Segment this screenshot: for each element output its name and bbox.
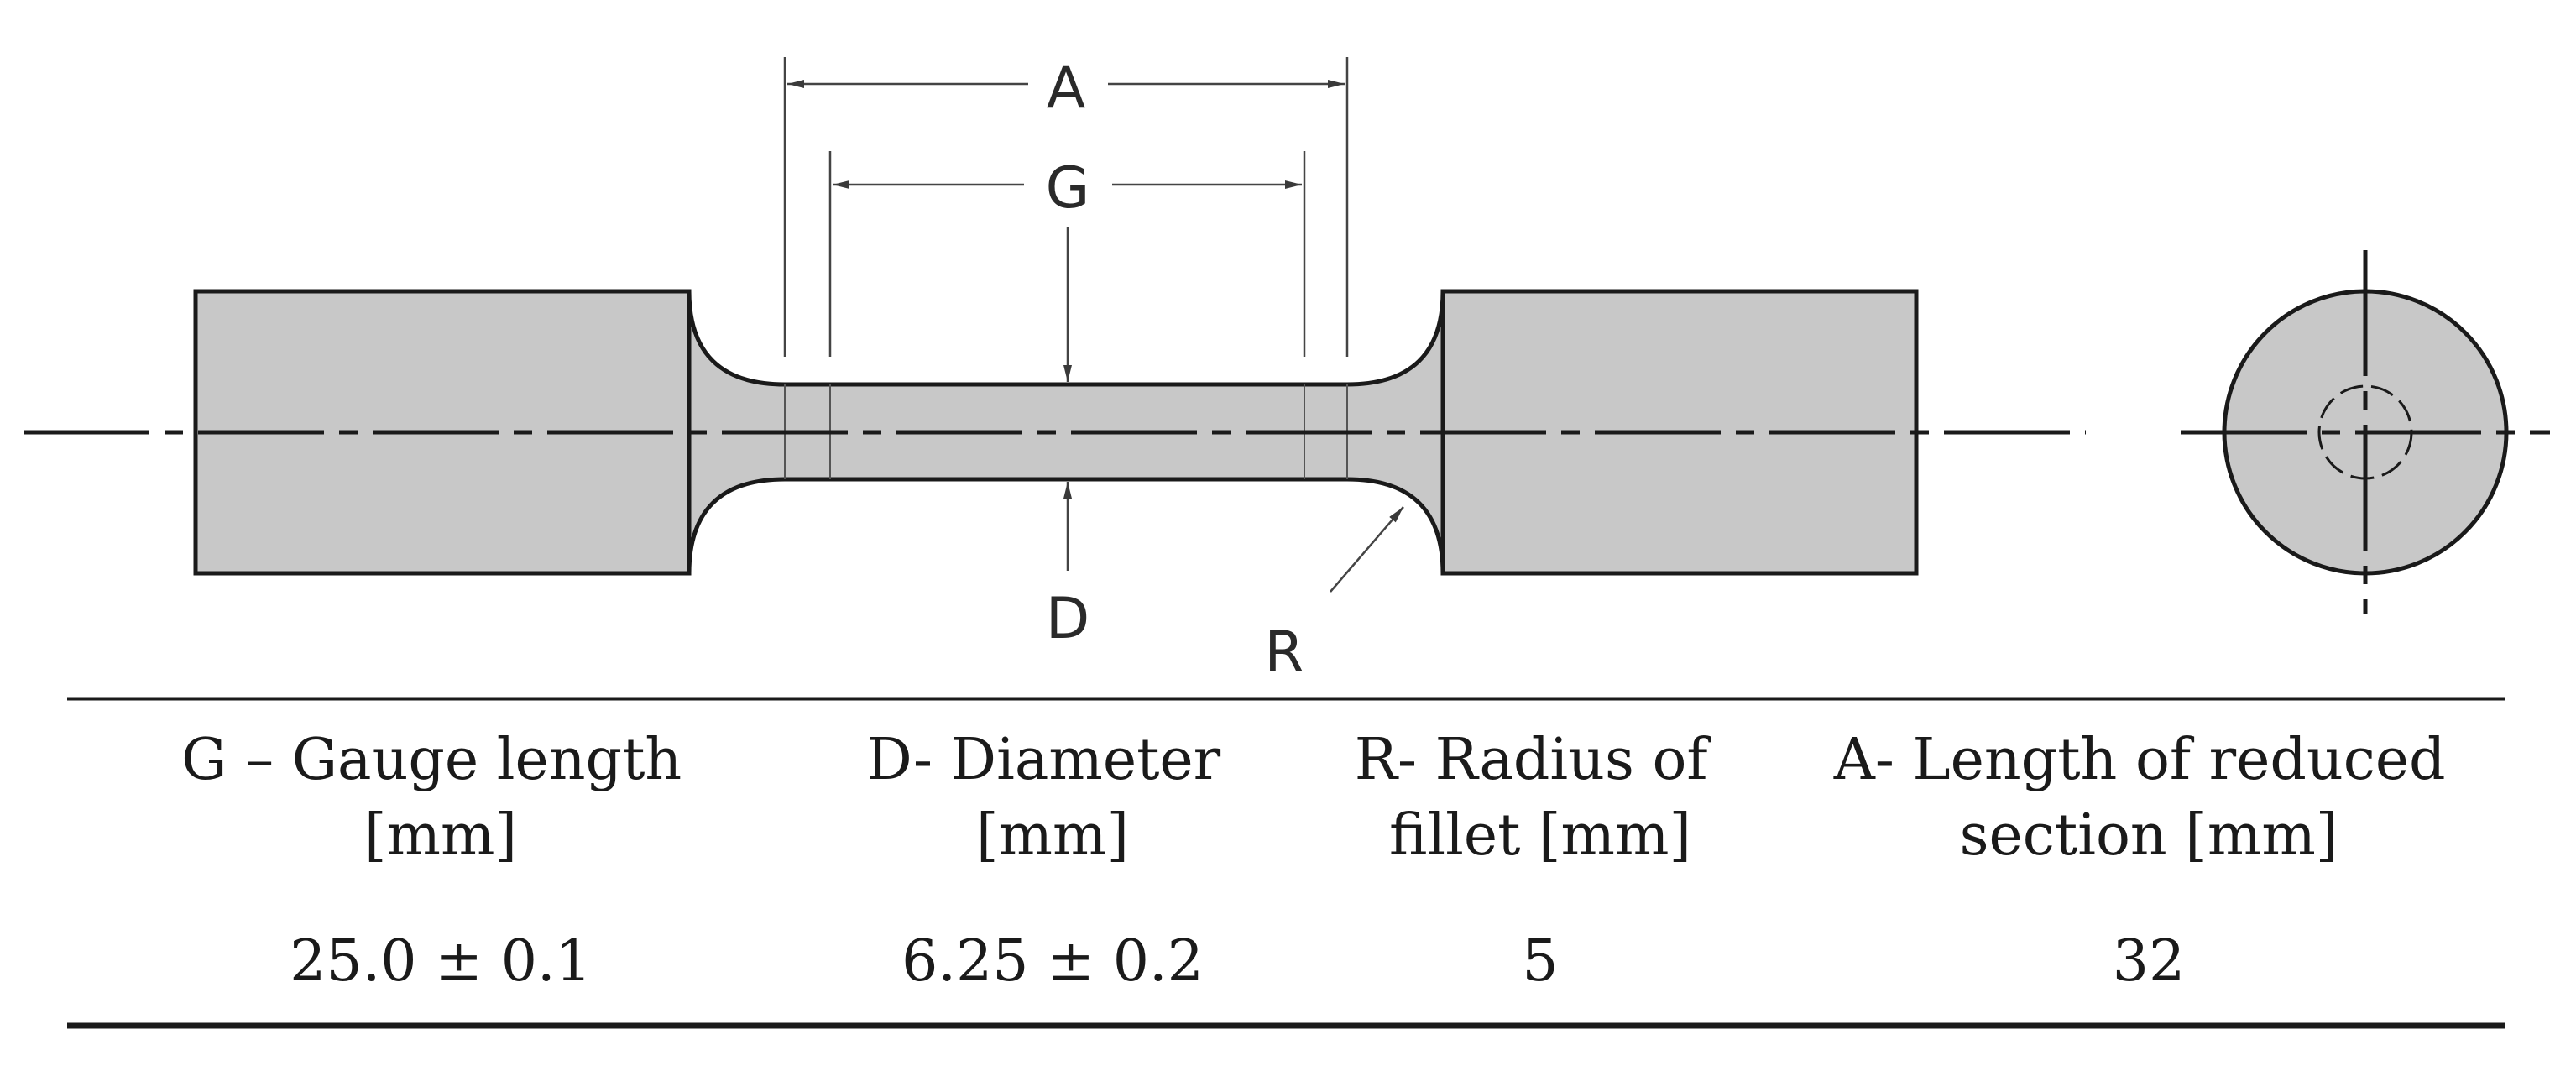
header-radius-line1: R- Radius of <box>1355 727 1712 793</box>
header-reduced-length-line1: A- Length of reduced <box>1833 727 2446 793</box>
value-reduced-length: 32 <box>2113 928 2186 995</box>
header-gauge-length-line2: [mm] <box>364 802 517 869</box>
dimension-a: A <box>783 55 1349 357</box>
g-label: G <box>1046 155 1090 222</box>
header-reduced-length: A- Length of reduced section [mm] <box>1833 727 2464 869</box>
r-label: R <box>1264 619 1304 686</box>
value-gauge-length: 25.0 ± 0.1 <box>290 928 592 995</box>
header-diameter-line2: [mm] <box>976 802 1129 869</box>
header-reduced-length-line2: section [mm] <box>1960 802 2338 869</box>
value-radius: 5 <box>1522 928 1558 995</box>
header-diameter: D- Diameter [mm] <box>866 727 1239 869</box>
header-radius: R- Radius of fillet [mm] <box>1355 727 1726 869</box>
specimen-end-view <box>2181 250 2550 614</box>
dimension-r: R <box>1264 506 1404 686</box>
reduced-section <box>687 289 1445 576</box>
header-diameter-line1: D- Diameter <box>866 727 1220 793</box>
header-radius-line2: fillet [mm] <box>1389 802 1691 869</box>
a-label: A <box>1047 55 1086 122</box>
value-diameter: 6.25 ± 0.2 <box>901 928 1204 995</box>
d-label: D <box>1046 586 1089 652</box>
header-gauge-length-line1: G – Gauge length <box>181 727 682 793</box>
dimension-g: G <box>828 151 1306 357</box>
header-gauge-length: G – Gauge length [mm] <box>181 727 700 869</box>
dimension-d: D <box>1046 227 1089 652</box>
r-leader <box>1330 506 1404 593</box>
